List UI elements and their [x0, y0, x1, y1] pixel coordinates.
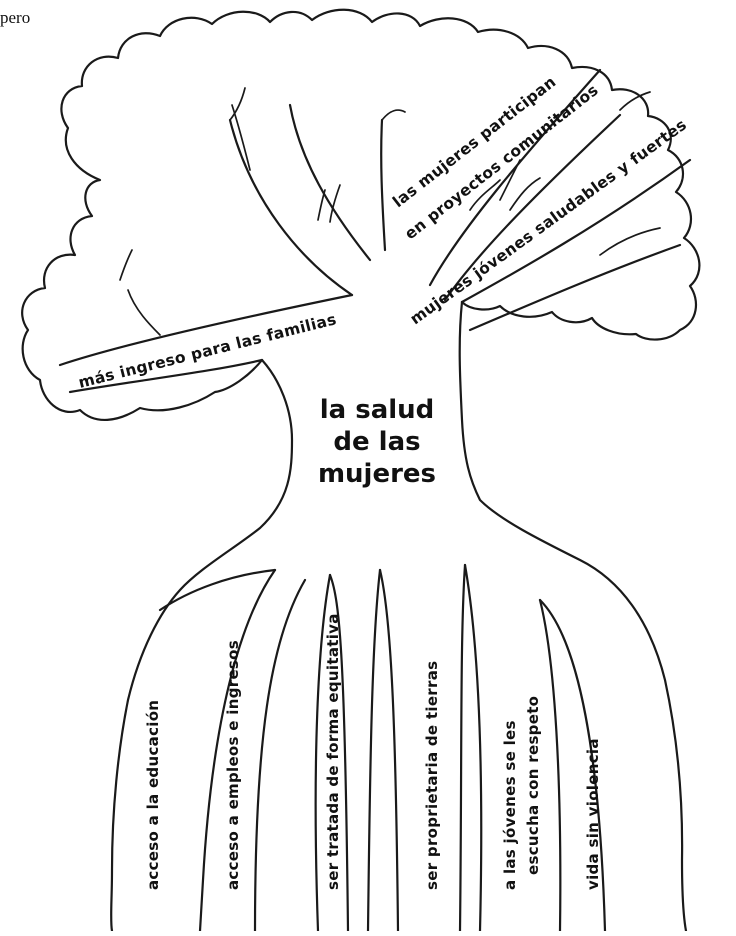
twig-right-2 — [499, 159, 521, 201]
branch-right-jovenes-lower — [468, 243, 682, 332]
root-label-jovenes-2: escucha con respeto — [524, 696, 542, 875]
root-label-violencia: vida sin violencia — [584, 738, 602, 890]
root-strand-5 — [458, 563, 467, 933]
twig-lower-left-2 — [119, 249, 133, 281]
center-title-line-2: de las — [333, 427, 420, 457]
twig-left-3 — [317, 189, 326, 221]
twig-left-4 — [329, 184, 341, 223]
twig-lower-left — [127, 289, 161, 336]
corner-text: pero — [0, 8, 31, 27]
root-label-jovenes-1: a las jóvenes se les — [501, 720, 519, 890]
branch-center — [380, 118, 387, 252]
canopy-outline — [21, 8, 701, 422]
root-strand-6b — [538, 598, 607, 933]
root-strand-1b — [198, 568, 277, 933]
center-title-line-3: mujeres — [318, 459, 436, 489]
twig-right-1 — [469, 179, 501, 211]
twig-right-5 — [619, 91, 651, 111]
trunk-right-edge — [458, 300, 688, 933]
root-strand-2 — [253, 578, 307, 933]
root-label-equitativa: ser tratada de forma equitativa — [324, 613, 342, 890]
root-label-educacion: acceso a la educación — [144, 700, 162, 890]
root-strand-6 — [538, 598, 562, 933]
root-strand-4b — [378, 568, 400, 933]
branch-left-lower-underside — [68, 358, 264, 394]
twig-right-3 — [509, 177, 541, 211]
twig-right-4 — [599, 227, 661, 256]
branch-left-lower — [58, 293, 354, 367]
root-strand-3 — [314, 573, 332, 933]
branch-left-main — [228, 118, 354, 297]
branch-right-jovenes — [460, 158, 692, 304]
root-label-tierras: ser proprietaria de tierras — [423, 661, 441, 890]
root-strand-4 — [366, 568, 382, 933]
root-label-empleos: acceso a empleos e ingresos — [224, 640, 242, 890]
branch-right-participan-lower — [443, 113, 622, 302]
root-strand-5b — [463, 563, 483, 933]
twig-center — [381, 109, 406, 121]
twig-left-2 — [231, 104, 251, 171]
trunk-left-edge — [110, 358, 294, 933]
branch-left-forked — [288, 103, 372, 262]
branch-right-participan — [428, 68, 602, 287]
branch-label-ingreso: más ingreso para las familias — [77, 310, 339, 392]
center-title-line-1: la salud — [320, 395, 435, 425]
twig-left-1 — [229, 87, 246, 121]
root-strand-1 — [158, 568, 277, 612]
root-strand-3b — [328, 573, 350, 933]
